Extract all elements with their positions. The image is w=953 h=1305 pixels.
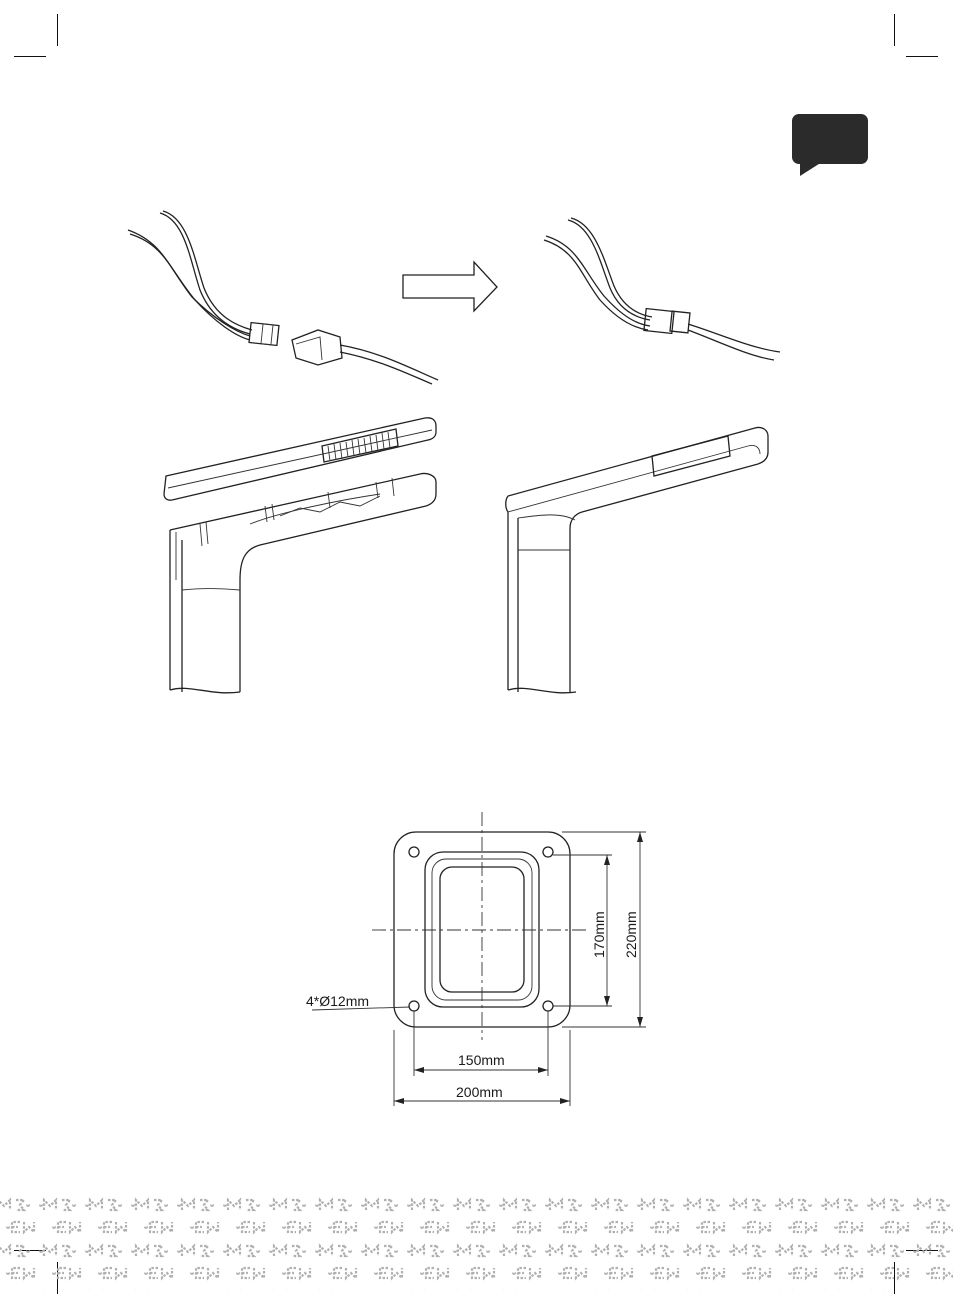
- outer-width-label: 200mm: [456, 1084, 503, 1100]
- hole-diameter-label: 4*Ø12mm: [306, 993, 369, 1009]
- inner-width-label: 150mm: [458, 1052, 505, 1068]
- inner-height-label: 170mm: [591, 911, 607, 958]
- watermark-logo-pattern-icon: [0, 1190, 953, 1290]
- outer-height-label: 220mm: [623, 911, 639, 958]
- watermark-logo-band: [0, 1190, 953, 1290]
